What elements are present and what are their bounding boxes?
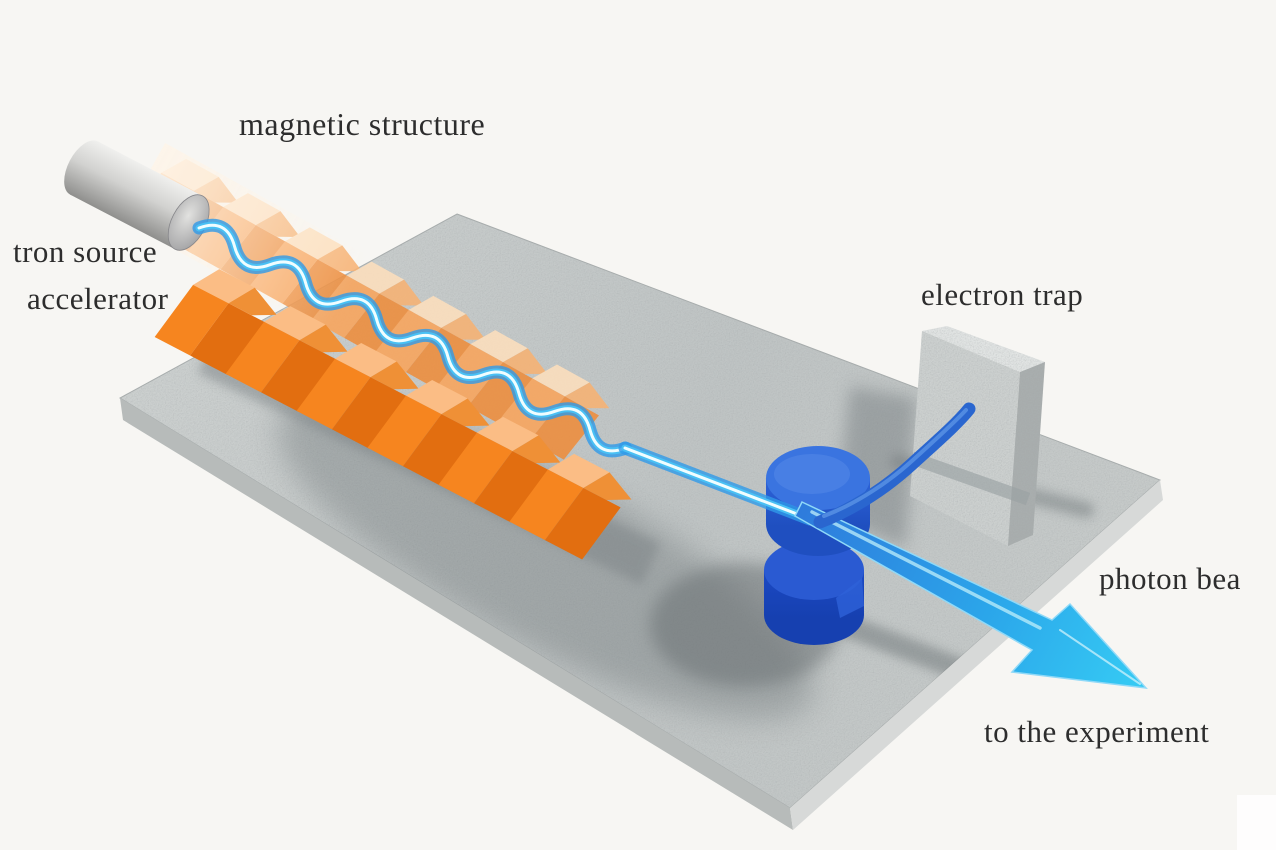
label-electron-source-line2: accelerator (27, 281, 169, 316)
dipole-magnet-lower (764, 540, 864, 645)
label-electron-source-line1: tron source (13, 234, 158, 269)
label-photon-beam: photon bea (1099, 561, 1241, 596)
dipole-upper-top (766, 446, 870, 510)
electron-beam-straight (618, 441, 817, 526)
photon-beam-highlight (810, 510, 1042, 630)
platform-front-edge (120, 398, 793, 830)
dipole-upper-sheen (774, 454, 850, 494)
label-magnetic-structure: magnetic structure (239, 106, 486, 142)
trap-shadow-band (910, 451, 1031, 506)
platform-right-edge (790, 480, 1163, 830)
dipole-lower-facet (836, 578, 864, 618)
arrowhead-ridge (1059, 629, 1141, 685)
label-to-the-experiment: to the experiment (984, 714, 1210, 749)
deflected-electron-beam (813, 402, 976, 529)
photon-beam-arrow (794, 501, 1148, 689)
electron-beam-wavy (192, 218, 633, 458)
watermark-box (1237, 795, 1276, 850)
electron-source-cylinder (64, 140, 210, 251)
cylinder-body (70, 141, 203, 250)
dipole-lower-top (764, 540, 864, 600)
label-electron-trap: electron trap (921, 277, 1084, 312)
